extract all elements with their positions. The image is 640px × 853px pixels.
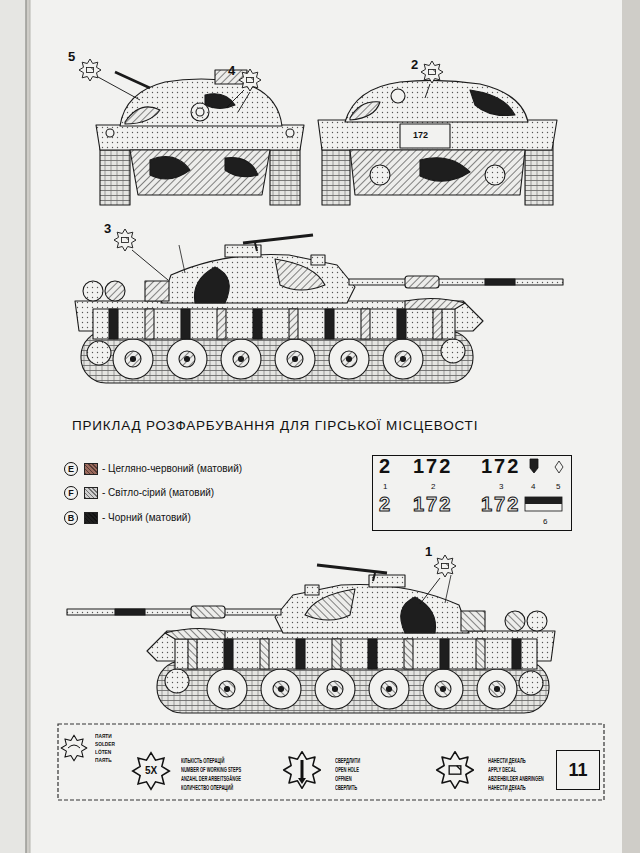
steps-star: 5X: [131, 751, 171, 791]
color-code-circle: B: [64, 511, 78, 525]
footer-note: OPEN HOLE: [335, 766, 359, 773]
decal-number: 172: [413, 494, 452, 514]
node-label: E: [68, 465, 74, 474]
footer-note: КОЛИЧЕСТВО ОПЕРАЦИЙ: [181, 784, 233, 791]
footer-note: APPLY DECAL: [488, 766, 516, 773]
footer-note: КІЛЬКІСТЬ ОПЕРАЦІЙ: [181, 757, 224, 764]
legend-swatch: [84, 487, 98, 499]
decal-index: 1: [383, 483, 387, 491]
footer-note: LÖTEN: [95, 749, 111, 755]
decal-index: 2: [431, 483, 435, 491]
footer-note: ABZIEHBILDER ANBRINGEN: [488, 775, 544, 782]
legend-row: - Цегляно-червоний (матовий): [84, 463, 242, 475]
callout-number: 5: [68, 50, 75, 63]
decal-index: 3: [499, 483, 503, 491]
legend-text: - Світло-сірий (матовий): [102, 488, 214, 498]
legend-swatch: [84, 463, 98, 475]
footer-note: OFFNEN: [335, 775, 352, 782]
tank-marking: 172: [412, 131, 429, 140]
decal-sheet: 2 172 172 1 2 3 4 5 2 172 172 6: [372, 455, 572, 531]
footer-note: NUMBER OF WORKING STEPS: [181, 766, 241, 773]
decal-number: 2: [379, 494, 392, 514]
footer-note: ANZAHL DER ARBEITSGÄNGE: [181, 775, 241, 782]
decal-number: 172: [481, 456, 520, 476]
footer-note: СВЕРДЛИТИ: [335, 757, 360, 764]
decal-index: 4: [531, 483, 535, 491]
legend-text: - Чорний (матовий): [102, 513, 191, 523]
decal-number: 172: [481, 494, 520, 514]
callout-number: 2: [411, 58, 418, 71]
color-code-circle: E: [64, 462, 78, 476]
node-label: 11: [568, 761, 587, 779]
decal-index: 5: [556, 483, 560, 491]
decal-number: 2: [379, 456, 392, 476]
color-code-circle: F: [64, 486, 78, 500]
node-label: 5X: [145, 766, 157, 776]
footer-note: СВЕРЛИТЬ: [335, 784, 357, 791]
footer-note: НАНЕСТИ ДЕКАЛЬ: [488, 784, 526, 791]
node-label: B: [68, 514, 75, 523]
node-label: F: [68, 489, 74, 498]
callout-number: 3: [104, 222, 111, 235]
footer-note: НАНЕСТИ ДЕКАЛЬ: [488, 757, 526, 764]
page-number-box: 11: [556, 750, 600, 790]
legend-text: - Цегляно-червоний (матовий): [102, 464, 242, 474]
legend-swatch: [84, 512, 98, 524]
callout-number: 1: [425, 545, 432, 558]
footer-note: ПАЯТЬ: [95, 757, 112, 763]
legend-row: - Світло-сірий (матовий): [84, 487, 214, 499]
footer-note: SOLDER: [95, 741, 115, 747]
footer-note: ПАЯТИ: [95, 733, 112, 739]
page-title: ПРИКЛАД РОЗФАРБУВАННЯ ДЛЯ ГІРСЬКОЇ МІСЦЕ…: [72, 419, 478, 433]
decal-index: 6: [543, 518, 547, 526]
legend-row: - Чорний (матовий): [84, 512, 191, 524]
decal-number: 172: [413, 456, 452, 476]
callout-number: 4: [228, 64, 235, 77]
